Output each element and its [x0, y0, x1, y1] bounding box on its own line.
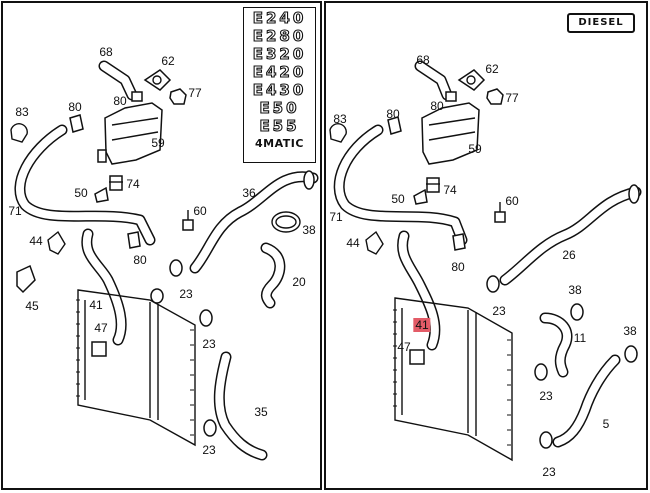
- model-emblem-list: E240 E280 E320 E420 E430 E50 E55 4MATIC: [243, 7, 316, 163]
- right-panel-parts: [329, 60, 642, 462]
- emblem-e50: E50: [259, 98, 300, 117]
- emblem-e55: E55: [259, 116, 300, 135]
- diesel-badge: DIESEL: [567, 13, 635, 33]
- left-panel-parts: [10, 60, 319, 461]
- emblem-4matic: 4MATIC: [255, 136, 304, 150]
- left-panel-frame: [1, 1, 322, 490]
- emblem-e240: E240: [252, 8, 307, 27]
- emblem-e430: E430: [252, 80, 307, 99]
- emblem-e280: E280: [252, 26, 307, 45]
- emblem-e420: E420: [252, 62, 307, 81]
- right-panel-frame: [324, 1, 648, 490]
- emblem-e320: E320: [252, 44, 307, 63]
